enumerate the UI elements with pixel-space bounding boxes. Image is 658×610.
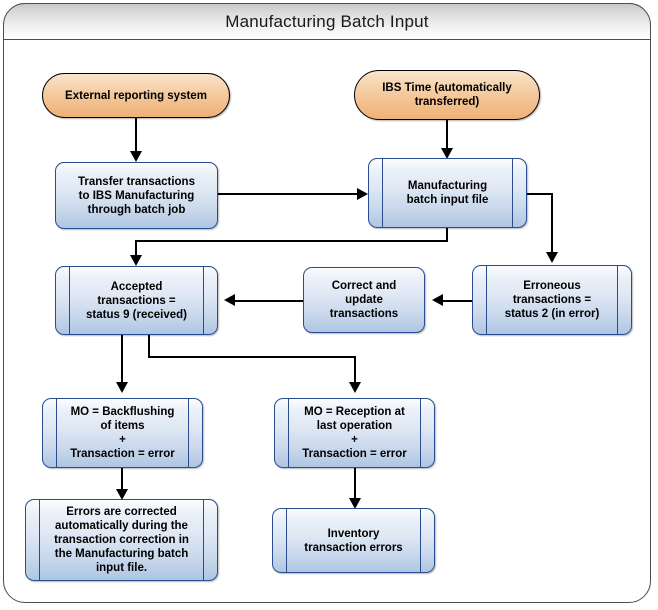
node-label: MO = Reception at last operation + Trans… [302, 406, 407, 460]
edge-file-to-accepted-arrowhead [130, 255, 142, 266]
node-label: Transfer transactions to IBS Manufacturi… [78, 175, 195, 216]
node-label: Manufacturing batch input file [406, 180, 489, 206]
node-mo-backflushing[interactable]: MO = Backflushing of items + Transaction… [42, 398, 203, 468]
node-label: External reporting system [65, 89, 207, 102]
node-label: Accepted transactions = status 9 (receiv… [86, 280, 187, 321]
edge-external-to-transfer-arrowhead [130, 151, 142, 162]
edge-accepted-to-reception-seg3 [354, 356, 356, 385]
edge-erroneous-to-correct-arrowhead [432, 294, 443, 306]
edge-file-to-accepted-seg3 [135, 240, 137, 258]
edge-transfer-to-file-arrowhead [357, 188, 368, 200]
edge-ibstime-to-file-arrowhead [441, 148, 453, 159]
edge-file-to-erroneous-seg1 [527, 193, 553, 195]
edge-ibstime-to-file [446, 120, 448, 151]
node-manufacturing-batch-input-file[interactable]: Manufacturing batch input file [368, 158, 527, 228]
edge-backflushing-to-errors-arrowhead [116, 489, 128, 500]
edge-accepted-to-backflushing [121, 335, 123, 385]
node-errors-corrected-automatically[interactable]: Errors are corrected automatically durin… [25, 499, 218, 581]
edge-correct-to-accepted [228, 300, 303, 302]
edge-accepted-to-backflushing-arrowhead [116, 382, 128, 393]
edge-file-to-erroneous-arrowhead [546, 252, 558, 263]
edge-reception-to-inventory-arrowhead [349, 498, 361, 509]
node-ibs-time[interactable]: IBS Time (automatically transferred) [354, 70, 540, 120]
node-label: Erroneous transactions = status 2 (in er… [504, 280, 600, 320]
node-transfer-transactions[interactable]: Transfer transactions to IBS Manufacturi… [55, 162, 218, 229]
node-inventory-transaction-errors[interactable]: Inventory transaction errors [272, 508, 435, 573]
edge-external-to-transfer [135, 117, 137, 153]
edge-accepted-to-reception-seg2 [148, 356, 356, 358]
node-accepted-transactions[interactable]: Accepted transactions = status 9 (receiv… [55, 266, 218, 335]
node-external-reporting-system[interactable]: External reporting system [42, 73, 230, 118]
edge-file-to-accepted-seg2 [135, 240, 448, 242]
edge-transfer-to-file [218, 193, 359, 195]
node-correct-and-update-transactions[interactable]: Correct and update transactions [303, 267, 425, 333]
edge-file-to-accepted-seg1 [446, 228, 448, 241]
node-label: Inventory transaction errors [304, 527, 403, 554]
edge-accepted-to-reception-seg1 [148, 335, 150, 357]
node-label: MO = Backflushing of items + Transaction… [70, 406, 175, 460]
node-erroneous-transactions[interactable]: Erroneous transactions = status 2 (in er… [472, 265, 632, 335]
edge-correct-to-accepted-arrowhead [224, 294, 235, 306]
node-mo-reception[interactable]: MO = Reception at last operation + Trans… [274, 398, 435, 468]
edge-backflushing-to-errors [121, 468, 123, 493]
page-title: Manufacturing Batch Input [225, 11, 429, 31]
node-label: Correct and update transactions [329, 280, 399, 320]
diagram-title-bar: Manufacturing Batch Input [3, 3, 651, 40]
edge-reception-to-inventory [354, 468, 356, 501]
node-label: Errors are corrected automatically durin… [54, 506, 189, 574]
edge-accepted-to-reception-arrowhead [349, 382, 361, 393]
edge-file-to-erroneous-seg2 [551, 193, 553, 253]
node-label: IBS Time (automatically transferred) [382, 82, 512, 108]
edge-erroneous-to-correct [435, 300, 472, 302]
